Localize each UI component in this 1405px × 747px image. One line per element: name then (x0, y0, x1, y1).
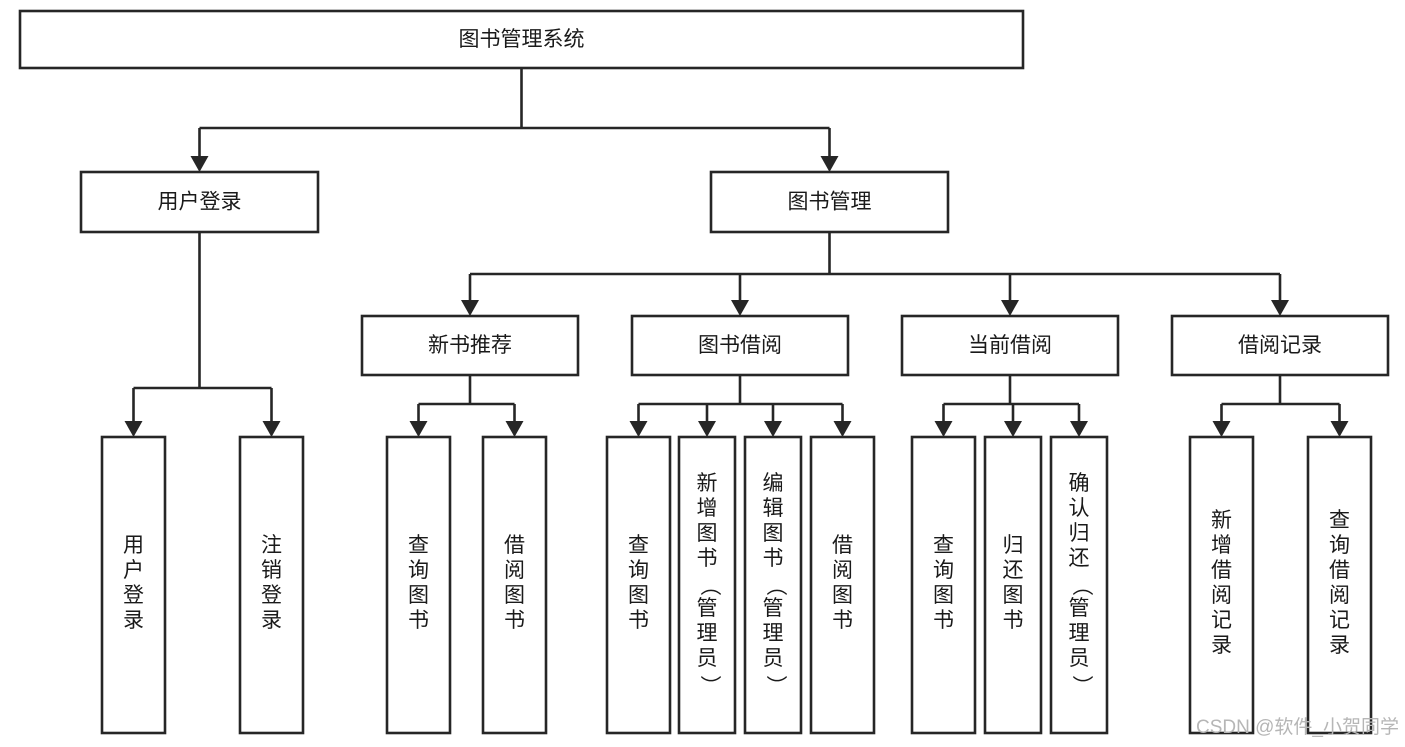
node-leaf-query-book-3-box[interactable] (910, 435, 977, 735)
node-root-box[interactable] (18, 9, 1025, 70)
l3-book-borrow-arrow-1 (698, 421, 716, 437)
l3-borrow-record-arrow-1 (1330, 421, 1349, 437)
node-leaf-confirm-return-box[interactable] (1049, 435, 1109, 735)
root-arrow-1 (820, 156, 839, 172)
node-leaf-edit-book-box[interactable] (743, 435, 803, 735)
book-manage-arrow-3 (1271, 300, 1289, 316)
book-manage-arrow-0 (461, 300, 479, 316)
node-current-borrow-box[interactable] (900, 314, 1120, 377)
connector-layer (124, 68, 1349, 437)
csdn-watermark: CSDN @软件_小贺同学 (1196, 717, 1399, 738)
node-leaf-add-book-box[interactable] (677, 435, 737, 735)
node-current-borrow-label: 当前借阅 (968, 334, 1052, 357)
l3-current-borrow-arrow-2 (1070, 421, 1088, 437)
node-borrow-record-label: 借阅记录 (1238, 334, 1322, 357)
user-login-arrow-0 (124, 421, 143, 437)
node-book-borrow-label: 图书借阅 (698, 334, 782, 357)
node-book-manage-box[interactable] (709, 170, 950, 234)
node-box-layer (18, 9, 1390, 735)
node-new-book-recommend-label: 新书推荐 (428, 334, 512, 357)
node-borrow-record-box[interactable] (1170, 314, 1390, 377)
node-root-label: 图书管理系统 (459, 28, 585, 51)
node-new-book-recommend-box[interactable] (360, 314, 580, 377)
node-leaf-borrow-book-1-box[interactable] (481, 435, 548, 735)
node-user-login-label: 用户登录 (158, 191, 242, 214)
node-leaf-return-book-box[interactable] (983, 435, 1043, 735)
node-book-manage-label: 图书管理 (788, 191, 872, 214)
node-user-login-box[interactable] (79, 170, 320, 234)
node-leaf-query-book-1-box[interactable] (385, 435, 452, 735)
l3-current-borrow-arrow-0 (934, 421, 953, 437)
book-manage-arrow-2 (1001, 300, 1019, 316)
l3-book-borrow-arrow-0 (629, 421, 648, 437)
l3-new-book-recommend-arrow-0 (409, 421, 428, 437)
root-arrow-0 (190, 156, 209, 172)
node-book-borrow-box[interactable] (630, 314, 850, 377)
l3-book-borrow-arrow-2 (764, 421, 782, 437)
user-login-arrow-1 (262, 421, 281, 437)
node-leaf-query-book-2-box[interactable] (605, 435, 672, 735)
book-manage-arrow-1 (731, 300, 749, 316)
node-leaf-user-login-box[interactable] (100, 435, 167, 735)
node-leaf-borrow-book-2-box[interactable] (809, 435, 876, 735)
l3-new-book-recommend-arrow-1 (505, 421, 524, 437)
l3-book-borrow-arrow-3 (833, 421, 852, 437)
node-leaf-logout-box[interactable] (238, 435, 305, 735)
l3-current-borrow-arrow-1 (1004, 421, 1022, 437)
node-leaf-add-record-box[interactable] (1188, 435, 1255, 735)
node-leaf-query-record-box[interactable] (1306, 435, 1373, 735)
l3-borrow-record-arrow-0 (1212, 421, 1231, 437)
